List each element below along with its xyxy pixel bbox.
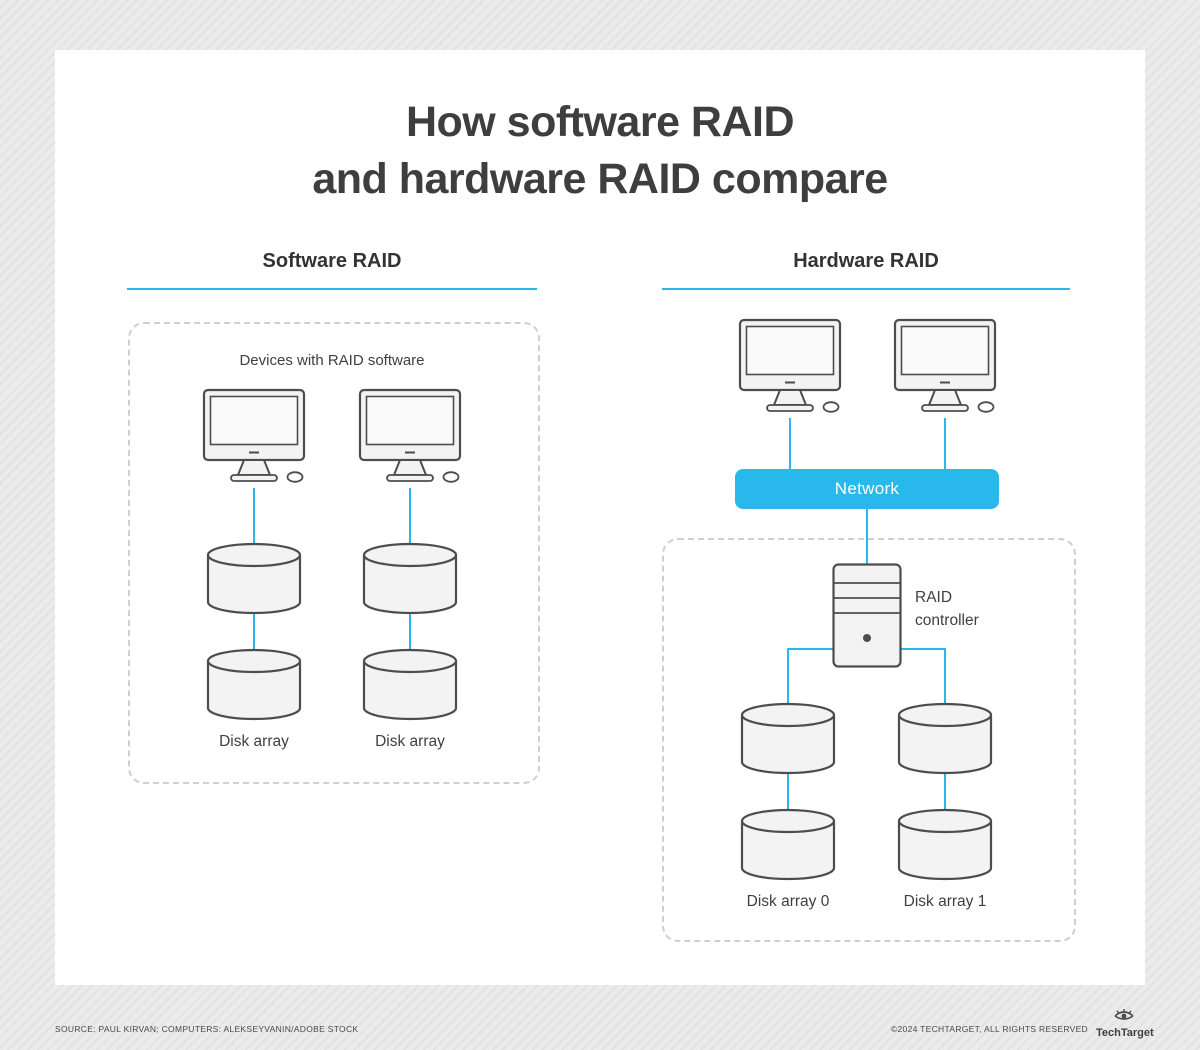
disk-array-0-label: Disk array 0 [746,893,830,910]
connector-line [787,774,789,810]
connector-line [409,614,411,650]
source-credit: SOURCE: PAUL KIRVAN; COMPUTERS: ALEKSEYV… [55,1024,359,1034]
raid-controller-icon [832,563,902,668]
computer-icon [202,388,306,483]
disk-cylinder-icon [897,808,993,881]
disk-cylinder-icon [740,808,836,881]
brand-name: TechTarget [1096,1027,1154,1039]
connector-line [409,488,411,546]
connector-line [787,648,834,650]
connector-line [866,509,868,565]
connector-line [944,648,946,704]
title-line-1: How software RAID [405,98,795,146]
hardware-raid-heading: Hardware RAID [662,250,1070,290]
connector-line [789,418,791,470]
connector-line [944,418,946,470]
disk-cylinder-icon [362,648,458,721]
computer-icon [738,318,842,413]
hardware-raid-box [662,538,1076,942]
disk-cylinder-icon [897,702,993,775]
computer-icon [358,388,462,483]
disk-cylinder-icon [206,648,302,721]
disk-array-label: Disk array [375,733,445,750]
disk-cylinder-icon [740,702,836,775]
software-raid-heading: Software RAID [127,250,537,290]
connector-line [900,648,946,650]
disk-cylinder-icon [362,542,458,615]
connector-line [944,774,946,810]
software-raid-box [128,322,540,784]
disk-array-label: Disk array [219,733,289,750]
computer-icon [893,318,997,413]
techtarget-logo: TechTarget [1096,1008,1154,1039]
disk-array-1-label: Disk array 1 [903,893,987,910]
disk-cylinder-icon [206,542,302,615]
eye-icon [1114,1009,1134,1020]
network-box: Network [735,469,999,509]
connector-line [253,488,255,546]
devices-with-raid-software-label: Devices with RAID software [239,352,425,369]
connector-line [787,648,789,704]
raid-controller-label: RAID controller [915,589,979,629]
copyright-notice: ©2024 TECHTARGET, ALL RIGHTS RESERVED [890,1024,1088,1034]
diagram-title: How software RAID and hardware RAID comp… [0,94,1200,208]
connector-line [253,614,255,650]
title-line-2: and hardware RAID compare [312,155,888,203]
